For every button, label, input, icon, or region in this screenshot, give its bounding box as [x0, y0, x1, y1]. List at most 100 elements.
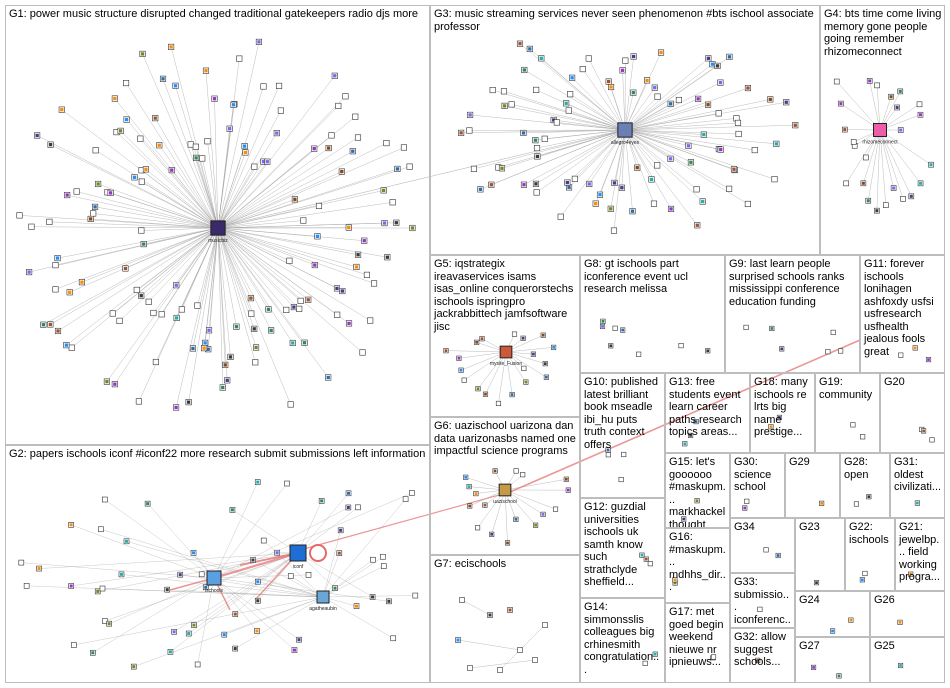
node[interactable]	[254, 628, 260, 634]
node[interactable]	[843, 180, 849, 187]
node[interactable]	[117, 127, 124, 134]
node[interactable]	[533, 522, 539, 528]
node[interactable]	[819, 500, 825, 506]
node[interactable]	[488, 181, 495, 188]
node[interactable]	[345, 504, 352, 511]
node[interactable]	[860, 434, 866, 440]
node[interactable]	[369, 594, 376, 600]
node[interactable]	[393, 219, 400, 226]
node[interactable]	[567, 91, 574, 98]
node[interactable]	[349, 148, 356, 155]
node[interactable]	[328, 132, 335, 139]
node[interactable]	[667, 205, 675, 212]
node[interactable]	[305, 572, 312, 578]
node[interactable]	[381, 220, 388, 227]
node[interactable]	[287, 401, 294, 408]
node[interactable]	[838, 100, 844, 107]
node[interactable]	[507, 607, 513, 613]
node[interactable]	[644, 77, 651, 84]
node[interactable]	[264, 158, 271, 165]
node[interactable]	[63, 342, 70, 349]
node[interactable]	[345, 320, 353, 327]
node[interactable]	[204, 138, 211, 145]
node[interactable]	[111, 95, 118, 102]
node[interactable]	[242, 149, 249, 156]
node[interactable]	[131, 174, 138, 181]
node[interactable]	[830, 628, 836, 634]
hub-node[interactable]: agatheaubin	[309, 590, 337, 612]
node[interactable]	[726, 185, 733, 192]
node[interactable]	[336, 550, 343, 556]
node[interactable]	[260, 537, 267, 544]
node[interactable]	[532, 657, 538, 663]
node[interactable]	[283, 306, 290, 313]
node[interactable]	[455, 637, 461, 643]
node[interactable]	[247, 295, 254, 302]
node[interactable]	[630, 53, 637, 60]
node[interactable]	[389, 199, 396, 206]
node[interactable]	[894, 104, 900, 111]
node[interactable]	[694, 222, 701, 229]
node[interactable]	[592, 200, 599, 207]
node[interactable]	[305, 296, 312, 303]
node[interactable]	[619, 67, 626, 74]
node[interactable]	[211, 95, 218, 102]
node[interactable]	[473, 491, 479, 497]
node[interactable]	[534, 153, 541, 160]
node[interactable]	[579, 66, 586, 73]
node[interactable]	[230, 101, 237, 108]
node[interactable]	[523, 379, 529, 385]
node[interactable]	[498, 165, 506, 172]
node[interactable]	[58, 106, 65, 113]
node[interactable]	[335, 102, 342, 110]
node[interactable]	[332, 585, 338, 591]
node[interactable]	[717, 79, 724, 86]
node[interactable]	[813, 580, 820, 586]
hub-node[interactable]: iconf	[289, 544, 307, 570]
node[interactable]	[850, 422, 856, 428]
node[interactable]	[443, 348, 449, 354]
node[interactable]	[540, 511, 546, 517]
hub-node[interactable]: mysite_Fusion	[490, 345, 522, 367]
node[interactable]	[345, 224, 352, 231]
node[interactable]	[654, 162, 661, 169]
node[interactable]	[164, 586, 171, 593]
node[interactable]	[599, 323, 606, 329]
node[interactable]	[205, 327, 213, 334]
node[interactable]	[73, 188, 80, 195]
node[interactable]	[517, 647, 523, 653]
node[interactable]	[634, 164, 641, 171]
node[interactable]	[296, 636, 302, 643]
node[interactable]	[412, 592, 419, 599]
node[interactable]	[520, 472, 526, 478]
node[interactable]	[139, 50, 146, 57]
node[interactable]	[467, 665, 473, 671]
node[interactable]	[755, 657, 761, 663]
node[interactable]	[273, 130, 280, 137]
node[interactable]	[541, 135, 548, 142]
node[interactable]	[521, 66, 528, 74]
node[interactable]	[908, 571, 914, 577]
node[interactable]	[862, 570, 868, 577]
node[interactable]	[571, 175, 578, 182]
node[interactable]	[152, 358, 159, 366]
node[interactable]	[342, 93, 349, 100]
node[interactable]	[463, 474, 469, 480]
node[interactable]	[291, 647, 298, 653]
node[interactable]	[331, 72, 338, 79]
node[interactable]	[386, 598, 392, 605]
node[interactable]	[863, 154, 869, 161]
node[interactable]	[133, 286, 140, 293]
node[interactable]	[123, 538, 130, 545]
node[interactable]	[860, 180, 867, 187]
node[interactable]	[467, 111, 474, 118]
node[interactable]	[194, 661, 201, 668]
node[interactable]	[26, 269, 33, 276]
node[interactable]	[409, 490, 415, 496]
node[interactable]	[685, 142, 692, 149]
node[interactable]	[622, 57, 629, 64]
node[interactable]	[783, 99, 790, 106]
node[interactable]	[152, 115, 159, 122]
node[interactable]	[811, 664, 817, 670]
node[interactable]	[185, 399, 192, 406]
